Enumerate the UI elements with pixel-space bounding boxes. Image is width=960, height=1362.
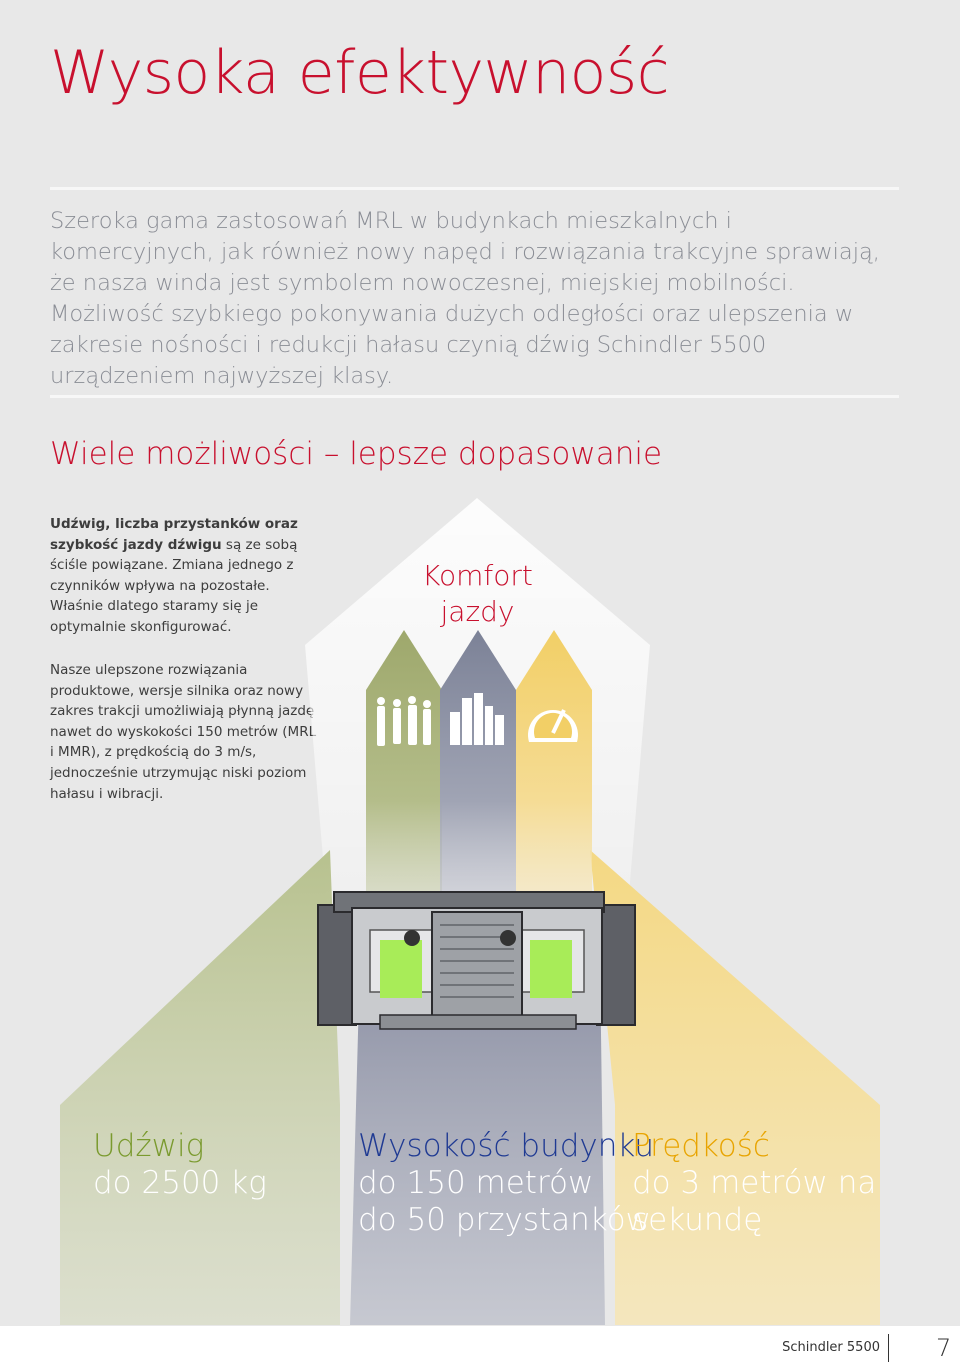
body-paragraph-2: Nasze ulepszone rozwiązania produktowe, … — [50, 662, 317, 802]
speed-label: Prędkość do 3 metrów na sekundę — [632, 1128, 876, 1239]
stops-value: do 50 przystanków — [358, 1202, 651, 1238]
divider — [50, 395, 899, 398]
intro-paragraph: Szeroka gama zastosowań MRL w budynkach … — [50, 208, 880, 389]
buildings-icon — [450, 693, 504, 745]
bold-phrase: Udźwig, liczba przystanków oraz — [50, 516, 298, 532]
speed-title: Prędkość — [632, 1128, 770, 1164]
capacity-label: Udźwig do 2500 kg — [93, 1128, 267, 1202]
height-fan — [350, 960, 605, 1325]
capacity-value: do 2500 kg — [93, 1165, 267, 1201]
speed-value: do 3 metrów na — [632, 1165, 877, 1201]
divider — [50, 187, 899, 190]
body-paragraph-1: Udźwig, liczba przystanków oraz szybkość… — [50, 514, 320, 638]
building-height-value: do 150 metrów — [358, 1165, 594, 1201]
comfort-label: Komfort jazdy — [400, 558, 555, 630]
section-heading: Wiele możliwości – lepsze dopasowanie — [50, 436, 663, 472]
speed-fan — [590, 850, 880, 1325]
building-height-title: Wysokość budynku — [358, 1128, 655, 1164]
paragraph-text: są ze sobą ściśle powiązane. Zmiana jedn… — [50, 536, 298, 635]
comfort-label-line-2: jazdy — [440, 595, 515, 628]
page-title: Wysoka efektywność — [50, 38, 670, 108]
speedometer-icon — [528, 709, 578, 742]
comfort-label-line-1: Komfort — [422, 559, 533, 592]
efficiency-diagram — [60, 498, 880, 1325]
page-number: 7 — [936, 1334, 952, 1362]
bold-phrase: szybkość jazdy dźwigu — [50, 536, 222, 553]
building-height-label: Wysokość budynku do 150 metrów do 50 prz… — [358, 1128, 654, 1239]
people-icon — [377, 696, 431, 746]
elevator-drive-machine — [317, 891, 636, 1030]
footer-separator — [888, 1334, 889, 1362]
speed-value-unit: sekundę — [632, 1202, 763, 1238]
footer-brand: Schindler 5500 — [782, 1340, 880, 1355]
capacity-fan — [60, 850, 340, 1325]
capacity-title: Udźwig — [93, 1128, 205, 1164]
